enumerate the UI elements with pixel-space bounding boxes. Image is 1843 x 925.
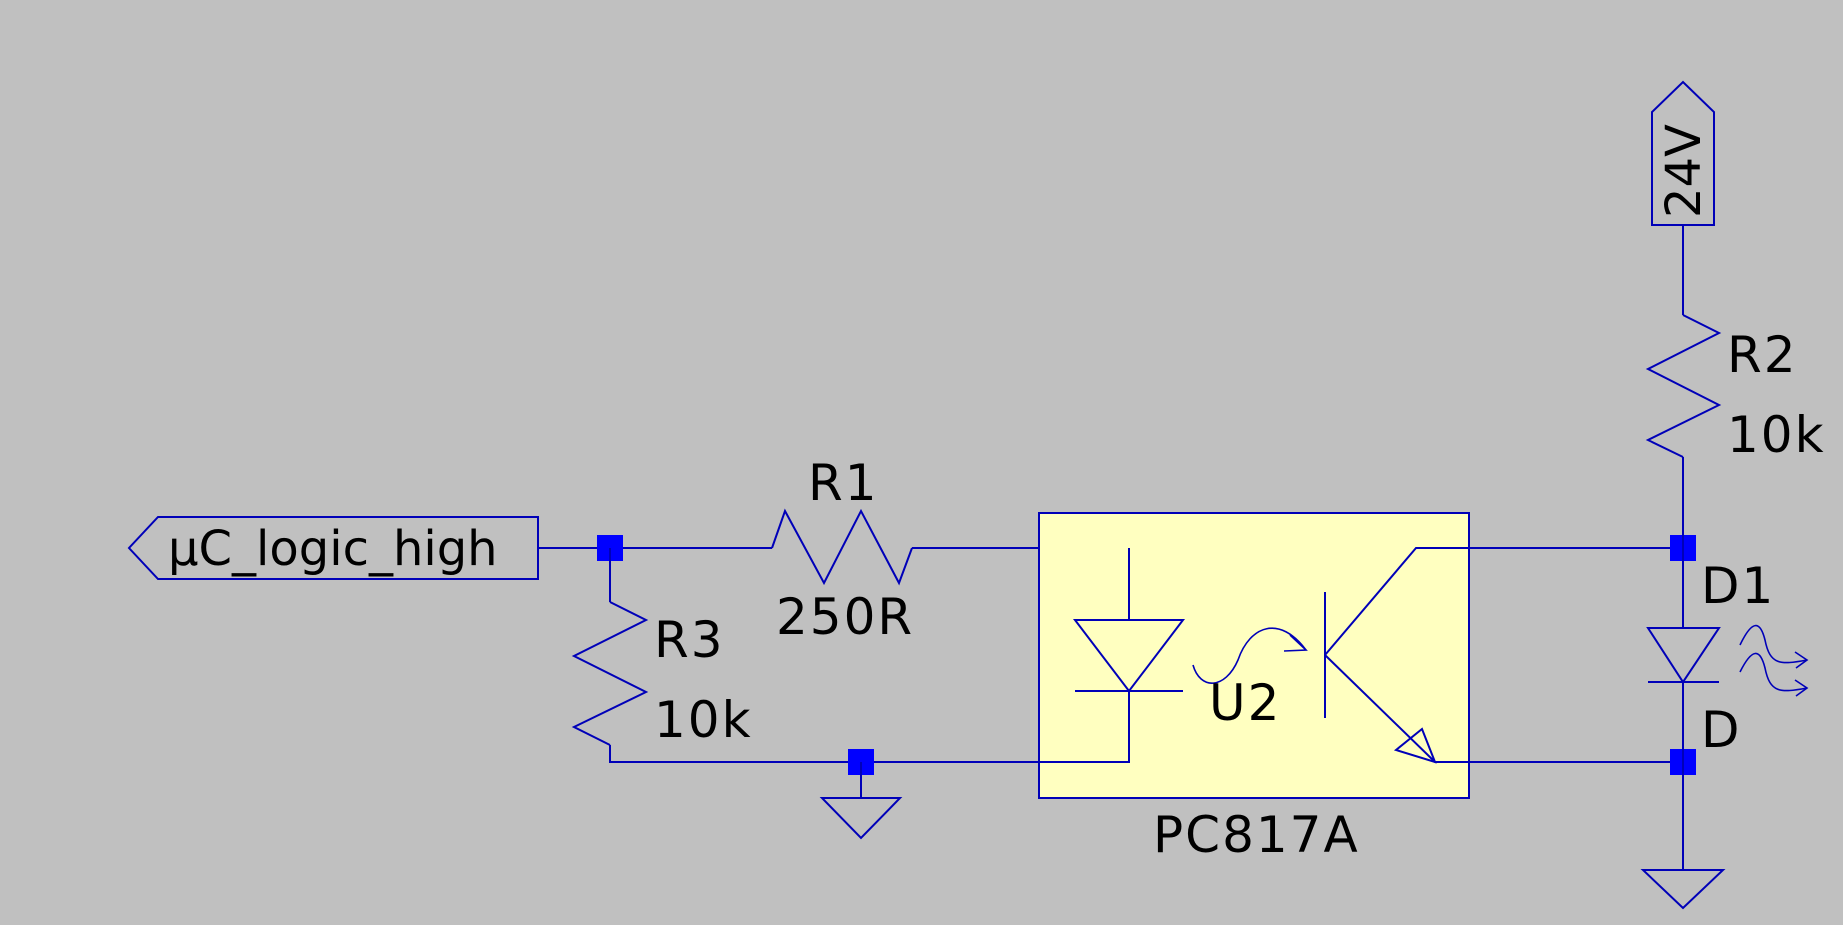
optocoupler-u2-body xyxy=(1038,512,1470,799)
resistor-r1[interactable]: R1 250R xyxy=(771,454,914,646)
optocoupler-u2[interactable]: U2 PC817A xyxy=(1038,512,1470,864)
light-coupling-arrow xyxy=(1192,627,1307,684)
resistor-r1-ref: R1 xyxy=(808,454,879,512)
wire-r3-to-ground xyxy=(609,745,1129,763)
ground-left-symbol xyxy=(819,797,903,840)
resistor-r3-value: 10k xyxy=(654,691,753,749)
led-d1-emission-upper-head xyxy=(1794,651,1809,669)
led-d1-triangle xyxy=(1646,627,1721,684)
led-d1[interactable]: D1 D xyxy=(1646,557,1809,759)
optocoupler-u2-value: PC817A xyxy=(1153,806,1360,864)
resistor-r2-ref: R2 xyxy=(1727,326,1798,384)
resistor-r3-symbol xyxy=(571,601,649,746)
supply-net-24v[interactable]: 24V xyxy=(1651,80,1715,226)
resistor-r1-value: 250R xyxy=(776,588,914,646)
optocoupler-led-cathode-wire xyxy=(1039,691,1130,763)
led-d1-emission-upper xyxy=(1739,624,1808,664)
led-d1-value: D xyxy=(1701,701,1742,759)
phototransistor-emitter-arrow xyxy=(1393,727,1437,764)
ground-right-symbol xyxy=(1640,869,1726,910)
resistor-r3-ref: R3 xyxy=(654,611,725,669)
resistor-r2[interactable]: R2 10k xyxy=(1645,314,1826,464)
led-d1-emission-lower xyxy=(1739,652,1808,692)
resistor-r3[interactable]: R3 10k xyxy=(571,601,753,749)
optocoupler-led-triangle xyxy=(1072,619,1186,693)
input-net-label-text: µC_logic_high xyxy=(168,521,498,577)
phototransistor-collector xyxy=(1324,547,1469,656)
supply-net-24v-text: 24V xyxy=(1656,124,1712,218)
led-d1-ref: D1 xyxy=(1701,557,1775,615)
input-net-label[interactable]: µC_logic_high xyxy=(127,516,539,580)
light-coupling-arrowhead xyxy=(1283,634,1308,652)
resistor-r2-value: 10k xyxy=(1727,406,1826,464)
led-d1-emission-lower-head xyxy=(1794,679,1809,697)
resistor-r2-symbol xyxy=(1645,314,1722,458)
optocoupler-u2-ref: U2 xyxy=(1209,674,1281,732)
resistor-r1-symbol xyxy=(771,508,913,586)
